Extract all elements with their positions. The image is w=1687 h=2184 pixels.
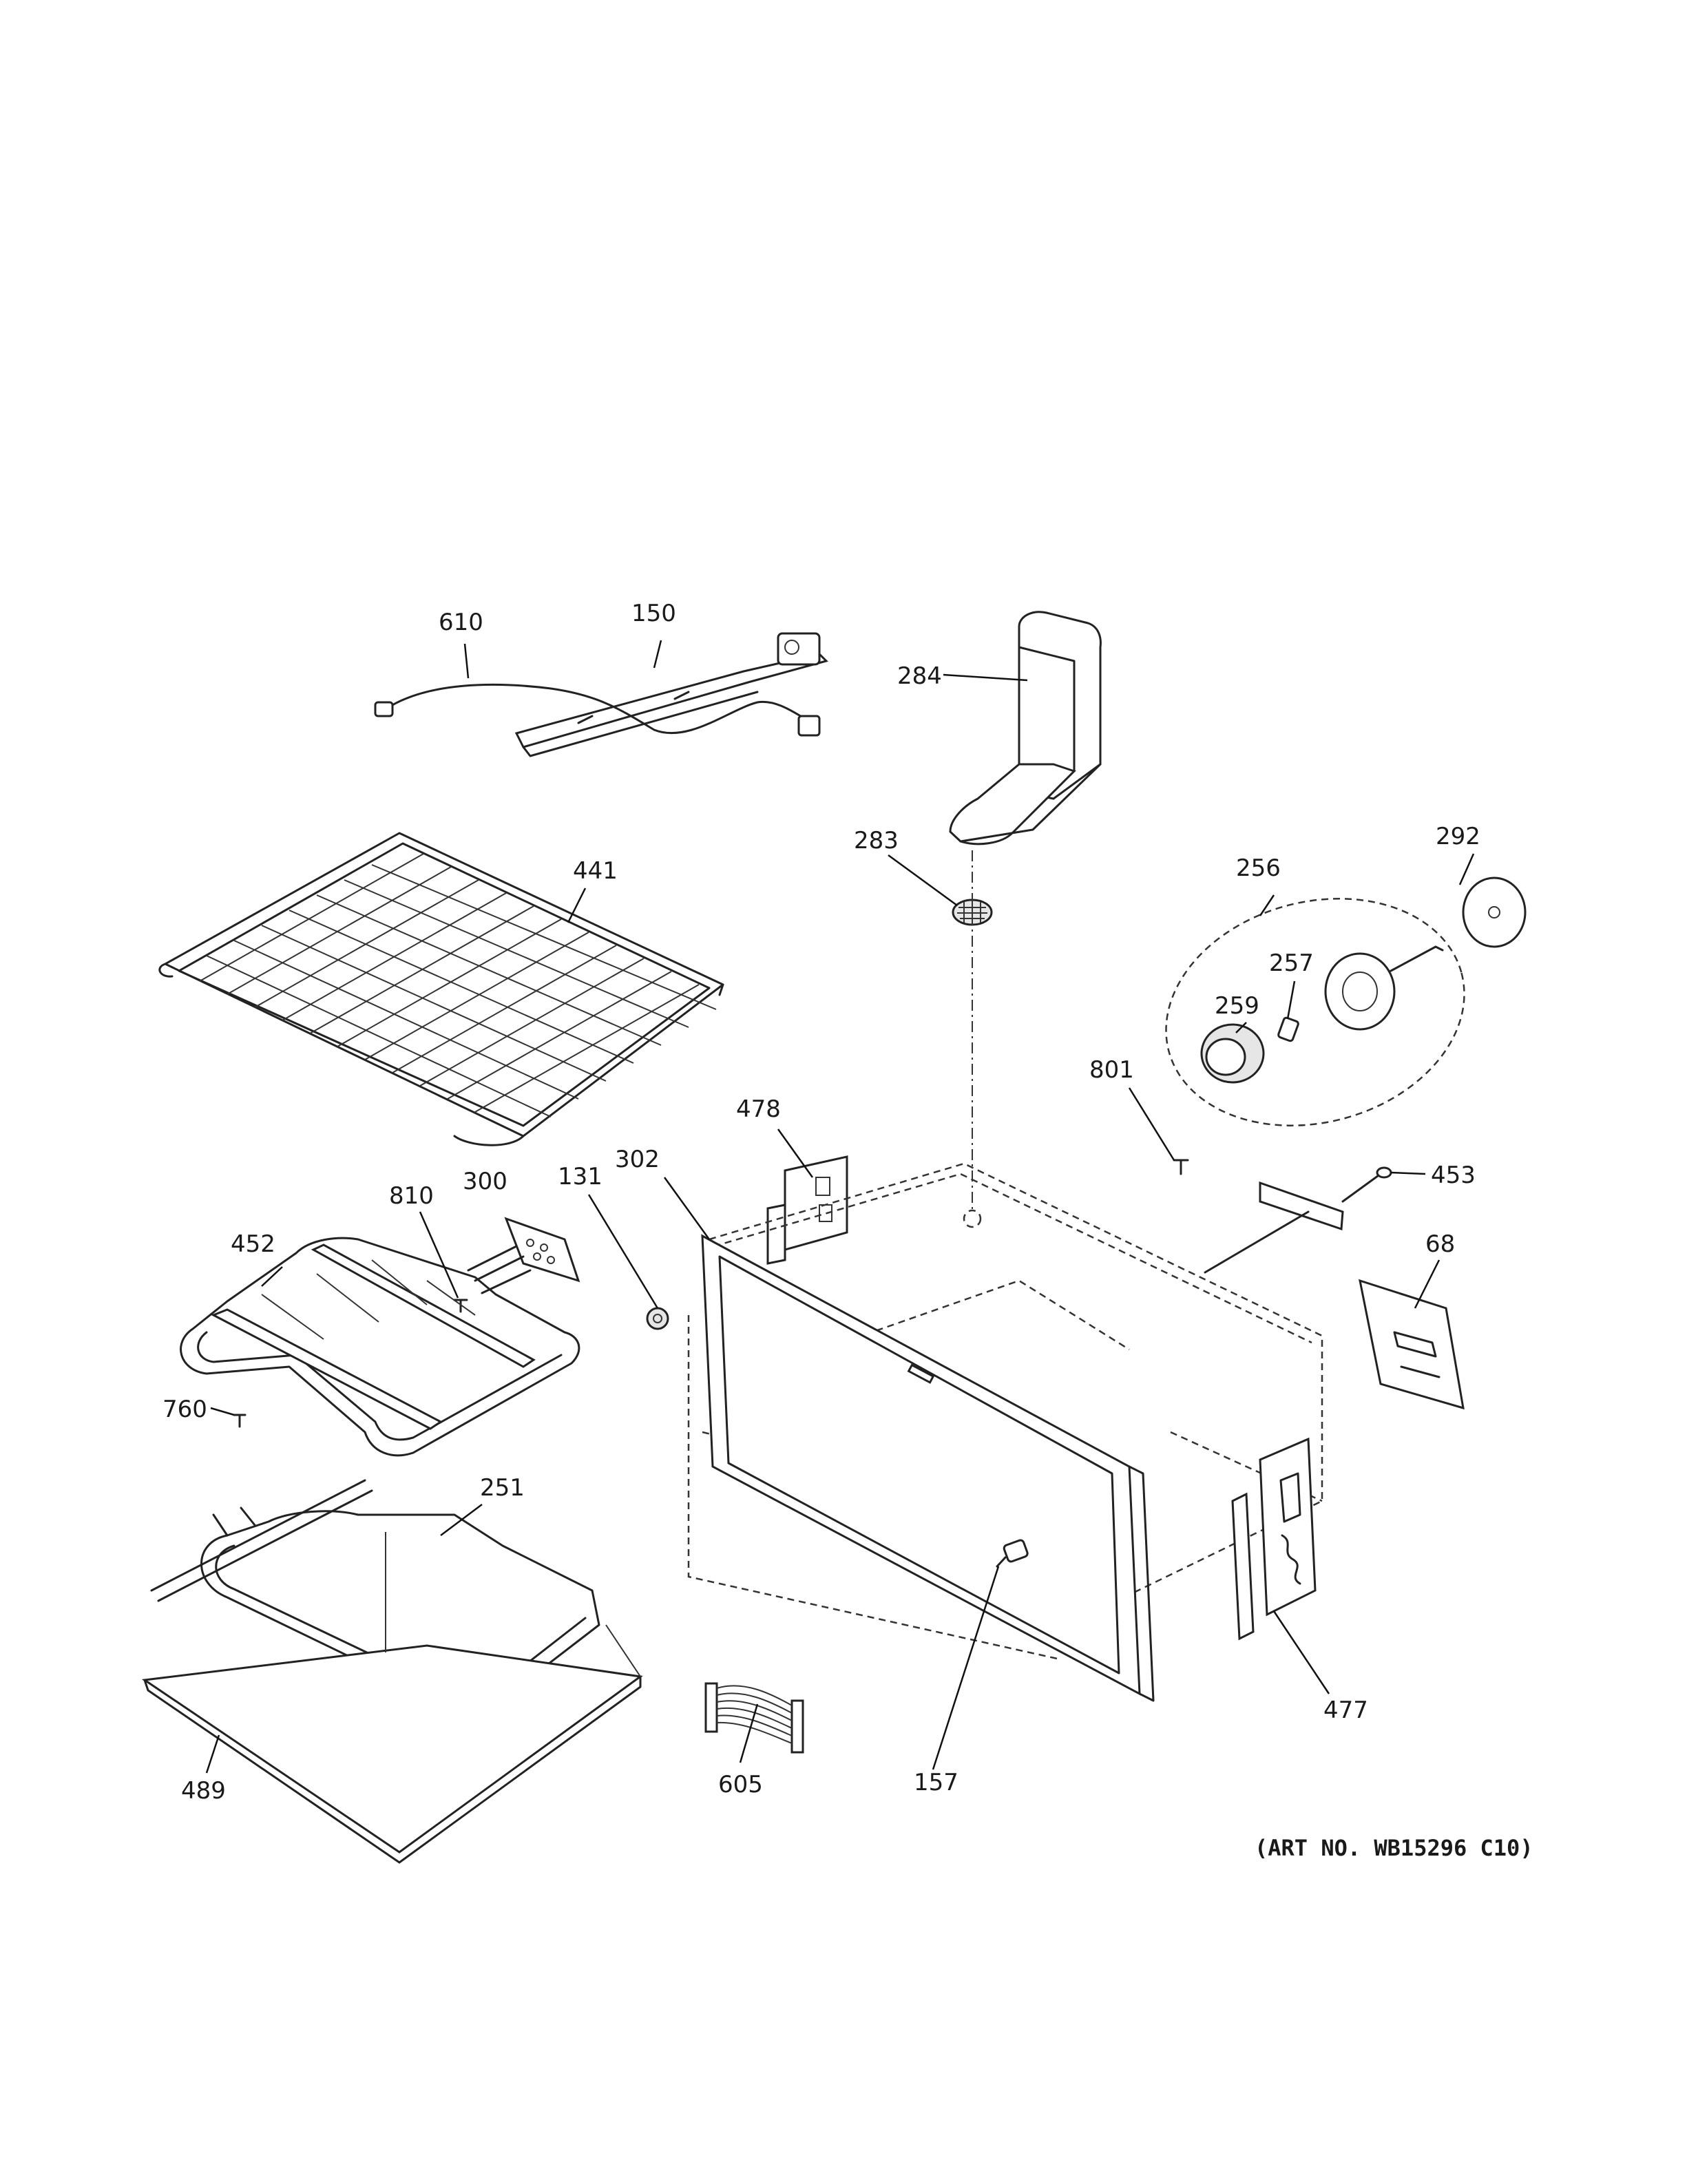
part-292-fan-cover	[1462, 876, 1527, 948]
label-605: 605	[718, 1771, 763, 1798]
part-259-fan-blade	[1200, 1023, 1265, 1084]
part-284-duct	[949, 611, 1102, 846]
label-801: 801	[1089, 1056, 1134, 1084]
label-452: 452	[231, 1230, 275, 1258]
label-441: 441	[573, 857, 618, 885]
label-284: 284	[897, 662, 942, 690]
part-605-wire-jumper	[704, 1682, 804, 1754]
label-610: 610	[439, 609, 483, 636]
label-131: 131	[558, 1163, 602, 1190]
part-477-hinge	[1231, 1437, 1317, 1641]
label-259: 259	[1215, 992, 1259, 1020]
part-257-fan-nut	[1277, 1016, 1299, 1042]
part-610-wire-harness	[374, 683, 821, 737]
part-256-fan-assembly-outline	[1165, 898, 1465, 1126]
label-150: 150	[631, 600, 676, 627]
label-251: 251	[480, 1474, 525, 1502]
part-157-sensor	[996, 1539, 1029, 1568]
part-fan-motor	[1324, 945, 1444, 1031]
part-801-screw	[1173, 1159, 1189, 1175]
label-256: 256	[1236, 854, 1281, 882]
label-489: 489	[181, 1777, 226, 1805]
part-810-screw	[453, 1299, 468, 1313]
part-489-bottom-pan	[141, 1532, 643, 1864]
part-760-screw	[233, 1414, 247, 1428]
label-157: 157	[914, 1769, 958, 1796]
part-150-bracket	[514, 632, 828, 757]
label-478: 478	[736, 1095, 781, 1123]
label-810: 810	[389, 1182, 434, 1210]
label-257: 257	[1269, 949, 1314, 977]
part-302-door-frame	[701, 1234, 1155, 1702]
part-131-grommet	[646, 1307, 669, 1330]
part-68-bracket	[1359, 1279, 1465, 1410]
label-292: 292	[1436, 823, 1480, 850]
part-453-temperature-sensor	[1204, 1166, 1392, 1274]
art-number-note: (ART NO. WB15296 C10)	[1255, 1835, 1533, 1861]
label-283: 283	[854, 827, 899, 854]
label-453: 453	[1431, 1162, 1476, 1189]
part-452-broil-element	[180, 1237, 580, 1457]
part-441-oven-rack	[158, 832, 724, 1146]
label-302: 302	[615, 1146, 660, 1173]
part-labels: 610 150 284 283 441 256 292 257 259 801 …	[163, 600, 1533, 1861]
label-300: 300	[463, 1168, 507, 1195]
part-300-terminal-block	[504, 1217, 580, 1283]
leader-lines	[205, 640, 1475, 1774]
label-68: 68	[1425, 1230, 1455, 1258]
label-760: 760	[163, 1396, 207, 1423]
label-477: 477	[1323, 1697, 1368, 1724]
part-478-hinge	[766, 1155, 848, 1265]
